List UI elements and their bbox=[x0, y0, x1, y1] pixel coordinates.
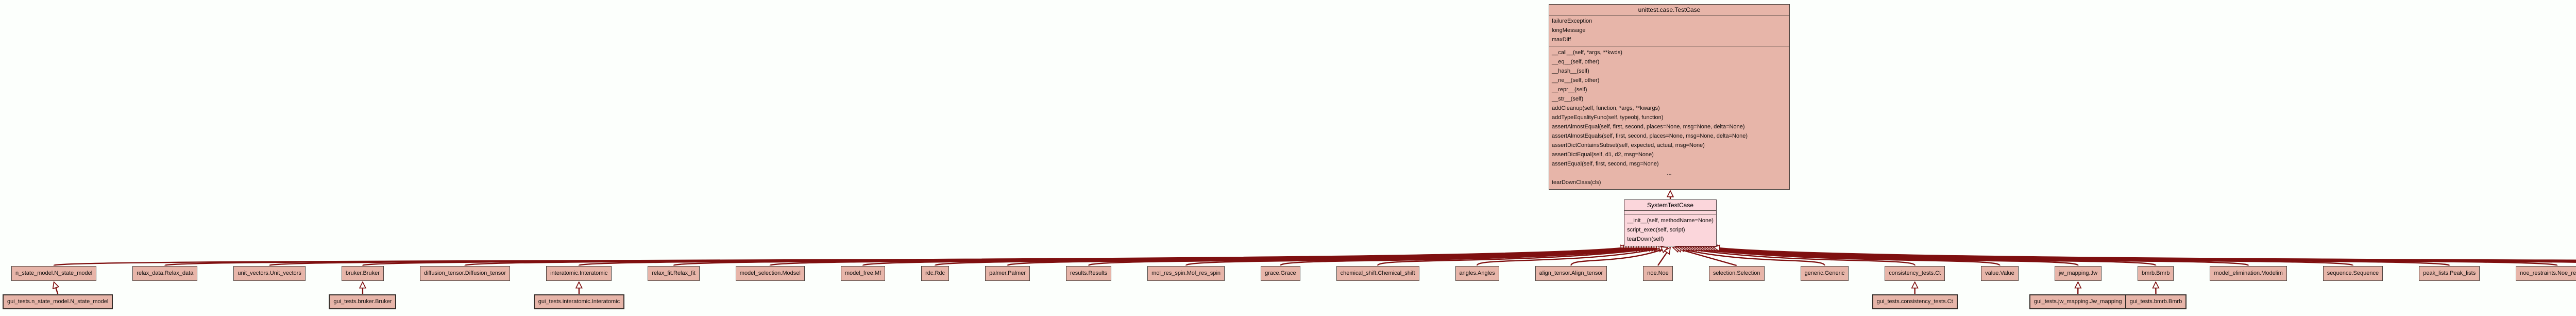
subclass-box[interactable]: value.Value bbox=[1981, 266, 2019, 281]
inheritance-edge bbox=[54, 282, 58, 294]
method-row: __hash__(self) bbox=[1552, 68, 1589, 74]
subclass-box[interactable]: model_selection.Modsel bbox=[735, 266, 805, 281]
method-row: assertAlmostEquals(self, first, second, … bbox=[1552, 133, 1748, 139]
method-row: __str__(self) bbox=[1552, 96, 1584, 102]
attribute-row: failureException bbox=[1552, 18, 1592, 24]
subclass-box[interactable]: palmer.Palmer bbox=[985, 266, 1030, 281]
attribute-row: longMessage bbox=[1552, 27, 1586, 34]
gui-tests-subclass-box[interactable]: gui_tests.jw_mapping.Jw_mapping bbox=[2029, 294, 2127, 309]
subclass-box[interactable]: noe_restraints.Noe_restraints bbox=[2516, 266, 2576, 281]
attribute-row: maxDiff bbox=[1552, 37, 1571, 43]
subclass-box[interactable]: noe.Noe bbox=[1643, 266, 1673, 281]
method-row: addTypeEqualityFunc(self, typeobj, funct… bbox=[1552, 114, 1664, 121]
main-class-attributes bbox=[1624, 211, 1716, 214]
subclass-box[interactable]: model_free.Mf bbox=[840, 266, 886, 281]
subclass-row: n_state_model.N_state_model relax_data.Re… bbox=[0, 266, 2576, 281]
subclass-box[interactable]: rdc.Rdc bbox=[921, 266, 950, 281]
method-row: __eq__(self, other) bbox=[1552, 59, 1600, 65]
subclass-box[interactable]: mol_res_spin.Mol_res_spin bbox=[1147, 266, 1225, 281]
inheritance-edge bbox=[1678, 247, 1916, 267]
method-row: __ne__(self, other) bbox=[1552, 77, 1600, 84]
method-row: assertAlmostEqual(self, first, second, p… bbox=[1552, 124, 1745, 130]
method-row: addCleanup(self, function, *args, **kwar… bbox=[1552, 105, 1660, 111]
method-row: assertDictContainsSubset(self, expected,… bbox=[1552, 142, 1705, 148]
subclass-box[interactable]: chemical_shift.Chemical_shift bbox=[1336, 266, 1419, 281]
inheritance-edge bbox=[1570, 247, 1668, 266]
subclass-box[interactable]: diffusion_tensor.Diffusion_tensor bbox=[419, 266, 511, 281]
inheritance-edge bbox=[1657, 247, 1670, 266]
subclass-box[interactable]: bmrb.Bmrb bbox=[2138, 266, 2174, 281]
inheritance-edge bbox=[1280, 247, 1660, 267]
root-class-title: unittest.case.TestCase bbox=[1549, 5, 1789, 15]
root-class-attributes: failureException longMessage maxDiff bbox=[1549, 15, 1789, 46]
subclass-box[interactable]: consistency_tests.Ct bbox=[1885, 266, 1945, 281]
gui-tests-subclass-box[interactable]: gui_tests.consistency_tests.Ct bbox=[1872, 294, 1958, 309]
class-box-systemtestcase[interactable]: SystemTestCase __init__(self, methodName… bbox=[1624, 199, 1717, 246]
subclass-box[interactable]: grace.Grace bbox=[1261, 266, 1300, 281]
method-row: __init__(self, methodName=None) bbox=[1627, 218, 1714, 224]
subclass-box[interactable]: unit_vectors.Unit_vectors bbox=[233, 266, 306, 281]
method-row: assertEqual(self, first, second, msg=Non… bbox=[1552, 161, 1659, 167]
subclass-box[interactable]: peak_lists.Peak_lists bbox=[2419, 266, 2480, 281]
main-class-methods: __init__(self, methodName=None) script_ex… bbox=[1624, 214, 1716, 246]
method-row: __repr__(self) bbox=[1552, 87, 1587, 93]
subclass-box[interactable]: relax_data.Relax_data bbox=[132, 266, 198, 281]
method-row: tearDownClass(cls) bbox=[1552, 179, 1601, 186]
method-row: __call__(self, *args, **kwds) bbox=[1552, 49, 1622, 56]
subclass-box[interactable]: results.Results bbox=[1066, 266, 1112, 281]
inheritance-edge bbox=[1476, 247, 1665, 266]
inheritance-edge bbox=[1377, 247, 1663, 267]
subclass-box[interactable]: selection.Selection bbox=[1708, 266, 1765, 281]
subclass-box[interactable]: bruker.Bruker bbox=[341, 266, 384, 281]
inheritance-edge bbox=[1714, 247, 2576, 261]
class-box-unittest-case-testcase[interactable]: unittest.case.TestCase failureException l… bbox=[1549, 4, 1790, 190]
subclass-box[interactable]: model_elimination.Modelim bbox=[2210, 266, 2287, 281]
gui-tests-subclass-box[interactable]: gui_tests.bmrb.Bmrb bbox=[2125, 294, 2187, 309]
method-row: assertDictEqual(self, d1, d2, msg=None) bbox=[1552, 152, 1654, 158]
subclass-box[interactable]: jw_mapping.Jw bbox=[2054, 266, 2102, 281]
inheritance-edge bbox=[1675, 247, 1825, 266]
method-row: script_exec(self, script) bbox=[1627, 227, 1685, 233]
subclass-box[interactable]: align_tensor.Align_tensor bbox=[1535, 266, 1607, 281]
subclass-box[interactable]: angles.Angles bbox=[1455, 266, 1499, 281]
inheritance-edge bbox=[1681, 247, 2001, 267]
subclass-box[interactable]: sequence.Sequence bbox=[2323, 266, 2383, 281]
root-class-methods: __call__(self, *args, **kwds) __eq__(self… bbox=[1549, 46, 1789, 189]
subclass-box[interactable]: interatomic.Interatomic bbox=[546, 266, 612, 281]
gui-tests-subclass-box[interactable]: gui_tests.interatomic.Interatomic bbox=[533, 294, 625, 309]
gui-tests-subclass-box[interactable]: gui_tests.bruker.Bruker bbox=[329, 294, 397, 309]
method-row: tearDown(self) bbox=[1627, 236, 1664, 242]
method-ellipsis-row: ... bbox=[1667, 170, 1672, 176]
subclass-box[interactable]: n_state_model.N_state_model bbox=[11, 266, 97, 281]
subclass-box[interactable]: relax_fit.Relax_fit bbox=[648, 266, 700, 281]
main-class-title: SystemTestCase bbox=[1624, 200, 1716, 211]
subclass-box[interactable]: generic.Generic bbox=[1800, 266, 1849, 281]
gui-tests-subclass-box[interactable]: gui_tests.n_state_model.N_state_model bbox=[3, 294, 113, 309]
